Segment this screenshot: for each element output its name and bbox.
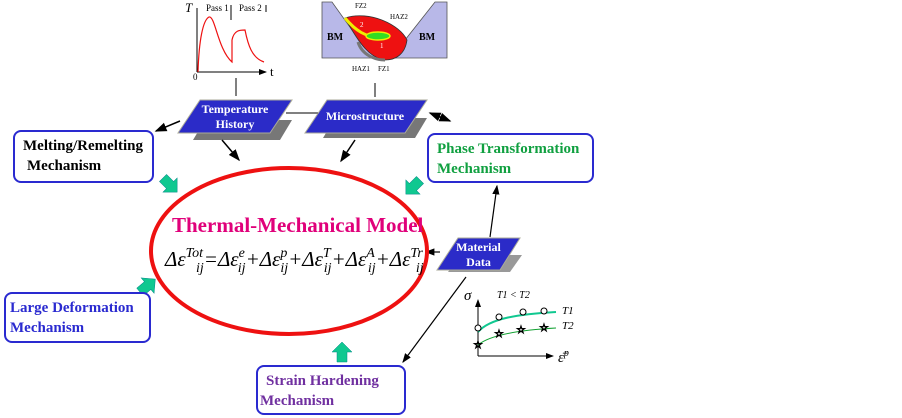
microstructure-label: Microstructure [325,109,405,123]
eq-sup: T [322,246,331,261]
eq-sup: Tr [410,246,423,261]
temperature-history-graph [196,5,267,75]
microstructure-node [304,99,428,138]
box-line: Melting/Remelting [23,138,143,154]
bm-left-label: BM [327,32,344,43]
eq-sub: ij [280,261,289,276]
label-line: Temperature [201,102,269,116]
haz2-label: HAZ2 [390,13,408,21]
pass2-label: Pass 2 [239,3,262,13]
box-line: Mechanism [437,161,512,177]
eq-term: Δε [389,247,411,271]
eq-sub: ij [237,261,246,276]
sigma-label: σ [464,288,472,304]
eq-sup: Tot [185,246,203,261]
condition-label: T1 < T2 [497,290,530,301]
eq-term: Δε [302,247,323,271]
temperature-history-node [177,99,293,140]
pass1-label: Pass 1 [206,3,229,13]
haz1-label: HAZ1 [352,65,370,73]
eq-term: Δε [217,247,239,271]
eq-sup: p [280,246,288,261]
eq-sub: ij [196,261,204,276]
svg-text:☆: ☆ [540,323,549,334]
fz1-label: FZ1 [378,65,390,73]
box-line: Mechanism [260,393,335,409]
zone2-label: 2 [360,21,364,29]
series-t1-label: T1 [562,305,574,317]
eq-sub: ij [415,261,424,276]
box-line: Phase Transformation [437,141,580,157]
hardening-graph: ☆ ☆ ☆ ☆ [473,299,557,359]
model-title: Thermal-Mechanical Model [172,213,424,237]
temp-origin: 0 [193,72,198,82]
series-t2-label: T2 [562,320,574,332]
eq-sup: e [238,246,245,261]
svg-text:☆: ☆ [495,329,504,340]
temperature-history-label: Temperature History [190,102,280,132]
thermal-mechanical-model-ellipse [149,166,429,336]
temp-axis-x: t [270,64,274,79]
material-data-node [436,237,522,272]
temp-axis-y: T [185,0,193,15]
strain-equation: ΔεTotij=Δεeij+Δεpij+ΔεTij+ΔεAij+ΔεTrij [165,246,424,276]
eq-sub: ij [367,261,376,276]
melting-remelting-box: Melting/Remelting Mechanism [13,130,154,183]
strain-sup: p [563,348,569,359]
svg-text:☆: ☆ [474,340,483,351]
box-line: Strain Hardening [266,373,379,389]
strain-symbol: ε̄ [558,350,564,366]
green-arrow-melting [159,174,178,193]
svg-text:☆: ☆ [517,325,526,336]
label-line: Data [466,255,491,269]
material-data-label: Material Data [446,240,511,270]
bm-right-label: BM [419,32,436,43]
large-deformation-box: Large Deformation Mechanism [4,292,151,343]
strain-axis-label: ε̄p [558,348,569,367]
fz2-label: FZ2 [355,2,367,10]
weld-microstructure-figure [321,1,448,62]
eq-term: Δε [165,247,186,271]
eq-term: Δε [345,247,367,271]
green-arrow-phase [405,176,424,195]
eq-sup: A [366,246,375,261]
eq-sub: ij [323,261,332,276]
eq-term: Δε [259,247,281,271]
box-line: Mechanism [10,320,85,336]
strain-hardening-box: Strain Hardening Mechanism [256,365,406,415]
label-line: History [215,117,255,131]
box-line: Mechanism [27,158,102,174]
box-line: Large Deformation [10,300,134,316]
zone1-label: 1 [380,42,384,50]
phase-transformation-box: Phase Transformation Mechanism [427,133,594,183]
green-arrow-strain-hardening [331,341,353,363]
label-line: Material [456,240,501,254]
